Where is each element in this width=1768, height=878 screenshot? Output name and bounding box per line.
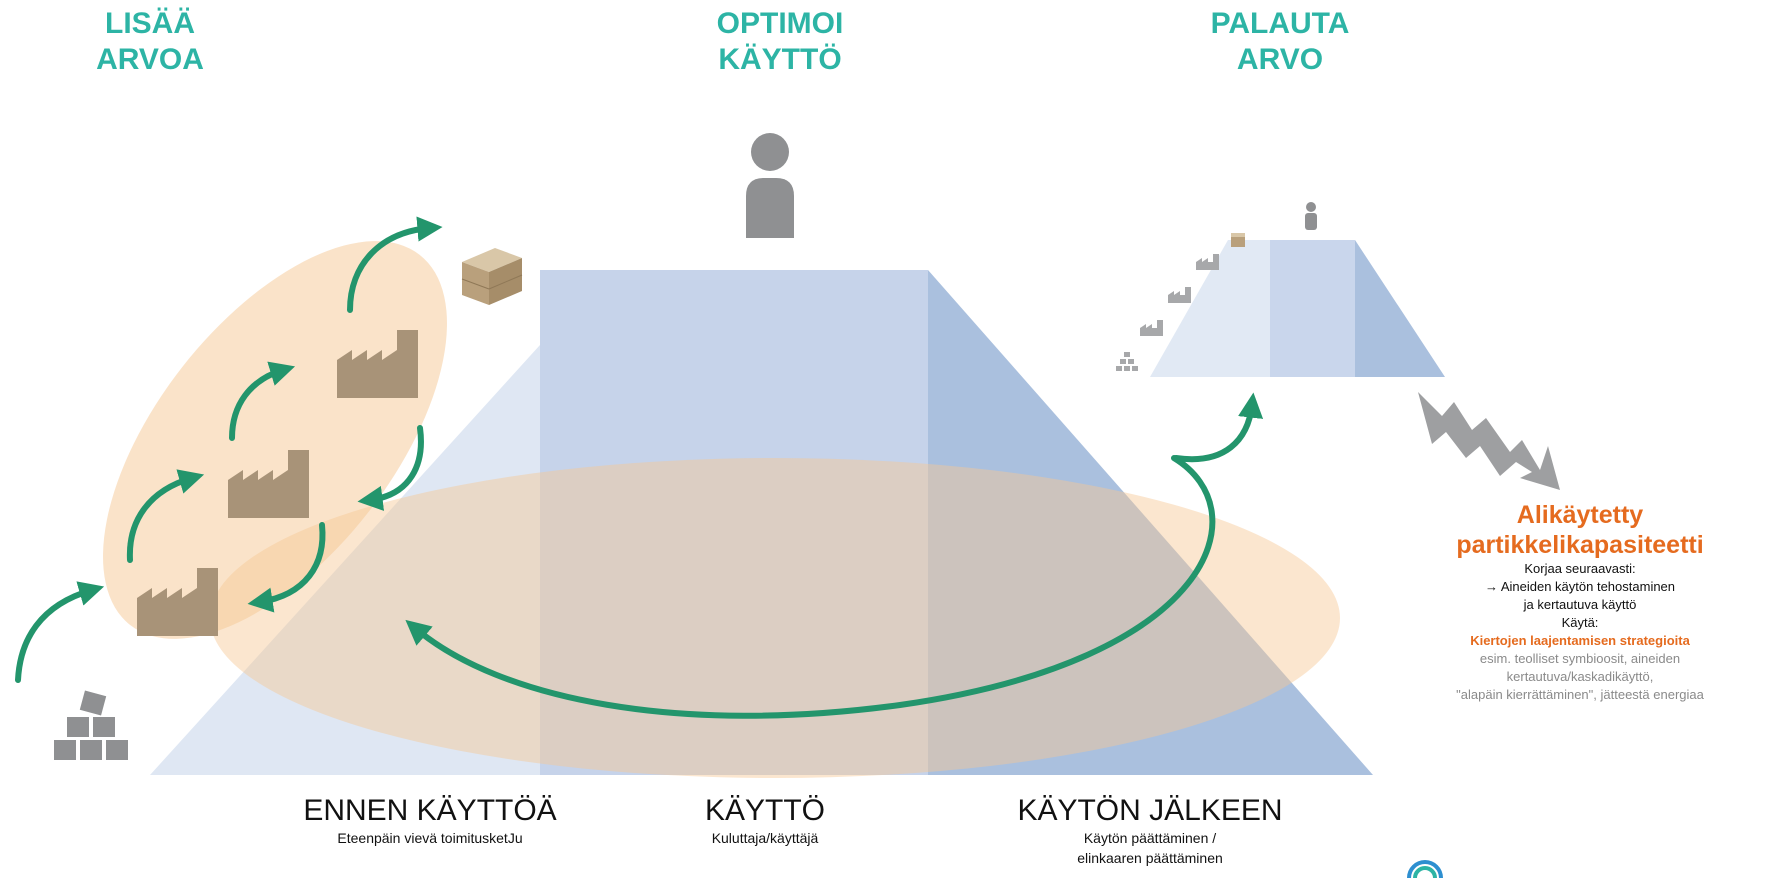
phase-use-title: KÄYTTÖ [704, 794, 825, 827]
note-fix-line2: ja kertautuva käyttö [1523, 597, 1637, 612]
phase-after-use-title: KÄYTÖN JÄLKEEN [1017, 794, 1283, 827]
phase-before-use-subtitle: Eteenpäin vievä toimitusketJu [337, 830, 523, 846]
underused-capacity-note: Alikäytetty partikkelikapasiteetti Korja… [1400, 500, 1760, 704]
cycle-arrow-icon [247, 522, 326, 613]
phase-before-use: ENNEN KÄYTTÖÄ Eteenpäin vievä toimituske… [280, 794, 580, 848]
main-pyramid [150, 270, 1373, 775]
phase-after-use-subtitle-line2: elinkaaren päättäminen [1077, 850, 1223, 866]
heading-recover-value-line2: ARVO [1236, 43, 1324, 76]
cycle-arrow-icon [347, 216, 443, 313]
note-example-line1: esim. teolliset symbioosit, aineiden [1479, 651, 1681, 666]
note-example-line2: kertautuva/kaskadikäyttö, [1506, 669, 1654, 684]
heading-optimize-use-line1: OPTIMOI [716, 7, 844, 40]
use-phase-ellipse [210, 458, 1340, 778]
pyramid-right-face [928, 270, 1373, 775]
heading-recover-value-line1: PALAUTA [1210, 7, 1350, 40]
note-title-line1: Alikäytetty [1516, 501, 1644, 529]
phase-after-use: KÄYTÖN JÄLKEEN Käytön päättäminen / elin… [980, 794, 1320, 868]
small-pyramid-left-face [1150, 240, 1270, 377]
phase-use: KÄYTTÖ Kuluttaja/käyttäjä [660, 794, 870, 848]
note-strategy: Kiertojen laajentamisen strategioita [1470, 633, 1690, 648]
small-pyramid-center-face [1270, 240, 1355, 377]
box-icon [461, 248, 523, 305]
cycle-arrow-icon [126, 469, 205, 563]
note-title-line2: partikkelikapasiteetti [1456, 531, 1704, 559]
small-pyramid-right-face [1355, 240, 1445, 377]
phase-use-subtitle: Kuluttaja/käyttäjä [711, 830, 819, 846]
cycle-arrow-icon [405, 455, 1216, 719]
pyramid-center-face [540, 270, 928, 775]
small-factory-icon [1196, 254, 1219, 270]
logo-icon [1407, 860, 1443, 878]
heading-recover-value: PALAUTA ARVO [1180, 6, 1380, 78]
cycle-arrows [15, 216, 1264, 719]
heading-optimize-use: OPTIMOI KÄYTTÖ [680, 6, 880, 78]
small-box-icon [1231, 233, 1245, 247]
cycle-arrow-icon [1173, 392, 1264, 463]
phase-after-use-subtitle-line1: Käytön päättäminen / [1083, 830, 1217, 846]
small-pyramid [1150, 240, 1445, 377]
cycle-arrow-icon [15, 581, 105, 683]
small-factory-icon [1168, 287, 1191, 303]
waste-arrow-icon [1418, 392, 1560, 490]
cycle-arrow-icon [229, 361, 296, 441]
note-use-label: Käytä: [1561, 615, 1599, 630]
person-icon [746, 133, 794, 238]
factory-icon [228, 450, 309, 518]
heading-add-value-line1: LISÄÄ [105, 7, 195, 40]
phase-before-use-title: ENNEN KÄYTTÖÄ [303, 794, 557, 827]
heading-optimize-use-line2: KÄYTTÖ [718, 43, 842, 76]
heading-add-value-line2: ARVOA [96, 43, 204, 76]
raw-material-blocks-icon [54, 690, 128, 760]
small-person-icon [1305, 202, 1317, 230]
factory-icon [137, 568, 218, 636]
cycle-arrow-icon [357, 425, 424, 511]
pyramid-left-face [150, 270, 608, 775]
note-example-line3: "alapäin kierrättäminen", jätteestä ener… [1456, 687, 1704, 702]
supply-chain-ellipse [103, 241, 447, 639]
note-fix-label: Korjaa seuraavasti: [1524, 561, 1636, 576]
note-fix-line1: → Aineiden käytön tehostaminen [1484, 579, 1676, 594]
small-blocks-icon [1116, 352, 1138, 371]
small-factory-icon [1140, 320, 1163, 336]
factory-icon [337, 330, 418, 398]
heading-add-value: LISÄÄ ARVOA [60, 6, 240, 78]
